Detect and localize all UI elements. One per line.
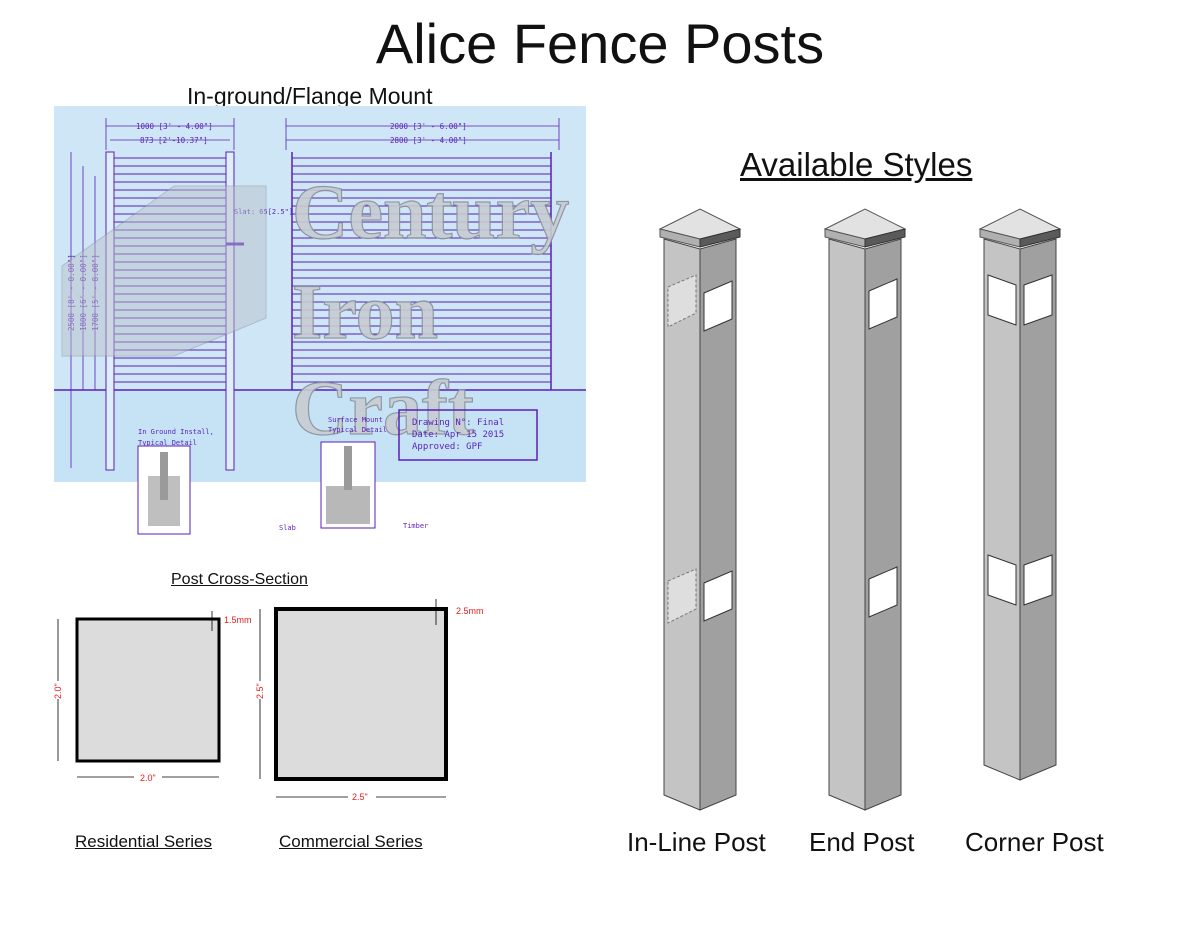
slat-note: Slat: 65[2.5"] [234,208,293,216]
page-title: Alice Fence Posts [375,12,825,75]
post-front-face [828,238,866,811]
installation-drawing: 1000 [3' - 4.00"] 873 [2'-10.37"] 2000 [… [54,106,586,535]
end-post-label: End Post [809,827,915,857]
dim-left-bottom: 873 [2'-10.37"] [140,136,208,145]
in-line-post-label: In-Line Post [627,827,766,857]
height-dim-1: 2500 [8' - 0.00"] [67,254,76,331]
front-slot-top [987,274,1017,326]
dim-right-bottom: 2800 [3' - 4.00"] [390,136,467,145]
slot-bottom [868,566,898,618]
in-line-post [658,208,742,811]
width-dims [105,118,560,150]
residential-square [75,617,221,763]
end-post [823,208,907,811]
title-block-line-2: Date: Apr 15 2015 [412,430,504,440]
side-slot-bottom [1023,554,1053,606]
commercial-cross-section: 2.5mm 2.5" 2.5" [254,599,484,803]
hidden-slot-top [667,274,697,328]
residential-cross-section: 1.5mm 2.0" 2.0" [52,611,252,783]
slot-bottom [703,570,733,622]
drawing-sky [54,106,586,390]
commercial-wall: 2.5mm [456,606,484,616]
corner-post [978,208,1062,781]
in-ground-note-2: Typical Detail [138,439,197,447]
residential-height: 2.0" [53,683,63,699]
commercial-width: 2.5" [352,792,368,802]
post-side-face [699,238,737,811]
residential-wall: 1.5mm [224,615,252,625]
dim-right-top: 2000 [3' - 6.00"] [390,122,467,131]
fence-panel [291,152,552,390]
commercial-series-label: Commercial Series [279,832,423,851]
slab-label: Slab [279,524,296,532]
watermark: Century Iron Craft [61,167,570,452]
dim-left-top: 1000 [3' - 4.00"] [136,122,213,131]
gate-panel [105,151,244,471]
watermark-line-1: Century [292,168,569,255]
post-side-face [1019,238,1057,781]
height-dim-3: 1700 [5' - 8.00"] [91,254,100,331]
slot-top [703,280,733,332]
residential-series-label: Residential Series [75,832,213,851]
side-slot-top [1023,274,1053,326]
commercial-height: 2.5" [255,683,265,699]
residential-width: 2.0" [140,773,156,783]
styles-heading: Available Styles [740,146,973,183]
timber-label: Timber [403,522,428,530]
surface-mount-detail [320,441,376,529]
height-dim-lines [70,152,96,468]
surface-note-1: Surface Mount [328,416,383,424]
slot-top [868,278,898,330]
in-ground-note-1: In Ground Install, [138,428,214,436]
height-dim-2: 1800 [6' - 0.00"] [79,254,88,331]
title-block [398,409,538,461]
mount-heading: In-ground/Flange Mount [187,83,433,109]
commercial-square [274,607,448,781]
watermark-line-2: Iron [292,268,438,355]
title-block-line-3: Approved: GPF [412,442,482,452]
front-slot-bottom [987,554,1017,606]
watermark-line-3: Craft [292,364,474,451]
surface-note-2: Typical Detail [328,426,387,434]
hidden-slot-bottom [667,568,697,624]
corner-post-label: Corner Post [965,827,1104,857]
post-side-face [864,238,902,811]
in-ground-detail [137,445,191,535]
title-block-line-1: Drawing N°: Final [412,418,504,428]
cross-section-heading: Post Cross-Section [171,571,308,588]
